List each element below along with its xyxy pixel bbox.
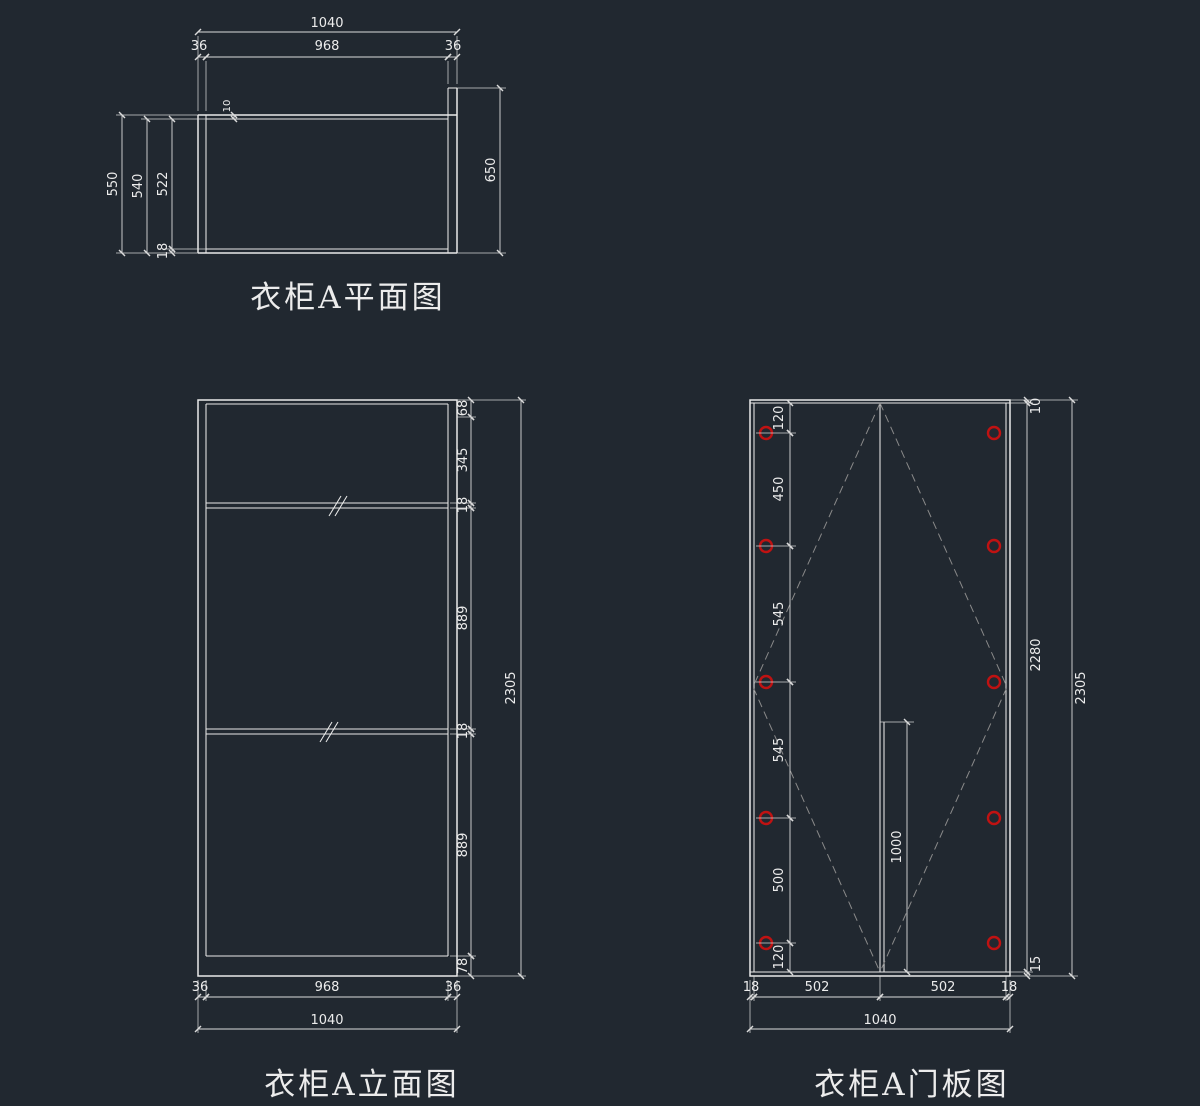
dim-text: 36 — [445, 980, 462, 995]
elevation-outline — [197, 399, 458, 977]
dim-text-overall-width: 1040 — [310, 16, 343, 31]
dim-text-overall-height: 2305 — [1074, 671, 1089, 704]
dim-text: 545 — [772, 738, 787, 763]
hinge-icon — [986, 674, 1002, 690]
elevation-title: 衣柜A立面图 — [264, 1067, 459, 1103]
break-mark — [334, 495, 348, 517]
dim-text: 502 — [931, 980, 956, 995]
dim-text: 18 — [456, 723, 471, 740]
hinge-icon — [986, 425, 1002, 441]
plan-dimensions: 1040 36 968 36 550 540 522 18 10 650 — [106, 16, 506, 259]
dim-text-depth-body: 540 — [131, 174, 146, 199]
elevation-view: 68 345 18 889 18 889 78 2305 36 968 36 1… — [192, 396, 526, 1103]
dim-text-right-panel: 36 — [445, 39, 462, 54]
break-mark — [319, 721, 333, 743]
dim-text-side-depth: 650 — [484, 158, 499, 183]
dim-text: 545 — [772, 602, 787, 627]
hinge-icon — [986, 935, 1002, 951]
outline — [197, 399, 458, 977]
dim-text: 36 — [192, 980, 209, 995]
dim-text-depth-inner: 522 — [156, 172, 171, 197]
dim-text-overall-width: 1040 — [863, 1013, 896, 1028]
elevation-dimensions: 68 345 18 889 18 889 78 2305 36 968 36 1… — [192, 396, 526, 1033]
dim-text: 450 — [772, 477, 787, 502]
dim-text: 500 — [772, 868, 787, 893]
door-dimensions: 120 450 545 545 500 120 1000 10 2280 15 … — [743, 396, 1089, 1033]
dim-text-handle: 1000 — [890, 830, 905, 863]
break-mark — [325, 721, 339, 743]
dim-text-front-thickness: 18 — [156, 243, 171, 260]
dim-text: 889 — [456, 606, 471, 631]
plan-outline — [197, 87, 458, 254]
dim-text: 502 — [805, 980, 830, 995]
dim-text: 18 — [456, 497, 471, 514]
plan-title: 衣柜A平面图 — [250, 280, 445, 316]
dim-text: 18 — [1001, 980, 1018, 995]
dim-text-bottom-gap: 15 — [1029, 956, 1044, 973]
door-outline — [749, 399, 1011, 977]
dim-text: 345 — [456, 448, 471, 473]
hinge-icon — [986, 810, 1002, 826]
dim-text-door-height: 2280 — [1029, 638, 1044, 671]
dim-text-left-panel: 36 — [191, 39, 208, 54]
dim-text-overall-width: 1040 — [310, 1013, 343, 1028]
door-panel-view: 120 450 545 545 500 120 1000 10 2280 15 … — [743, 396, 1089, 1103]
dim-text-overall-height: 2305 — [504, 671, 519, 704]
dim-text: 120 — [772, 406, 787, 431]
dim-text-back-gap: 10 — [222, 100, 233, 113]
dim-text: 18 — [743, 980, 760, 995]
hinge-icon — [986, 538, 1002, 554]
door-swing-dashed — [879, 402, 1008, 973]
dim-text-depth-overall: 550 — [106, 172, 121, 197]
dim-text: 968 — [315, 980, 340, 995]
dim-text: 78 — [456, 958, 471, 975]
dim-text: 68 — [456, 400, 471, 417]
door-title: 衣柜A门板图 — [814, 1067, 1009, 1103]
break-mark — [328, 495, 342, 517]
dim-text-inner-width: 968 — [315, 39, 340, 54]
dim-text: 120 — [772, 945, 787, 970]
dim-text: 889 — [456, 833, 471, 858]
plan-view: 1040 36 968 36 550 540 522 18 10 650 衣柜A… — [106, 16, 506, 316]
dim-text-top-gap: 10 — [1029, 398, 1044, 415]
